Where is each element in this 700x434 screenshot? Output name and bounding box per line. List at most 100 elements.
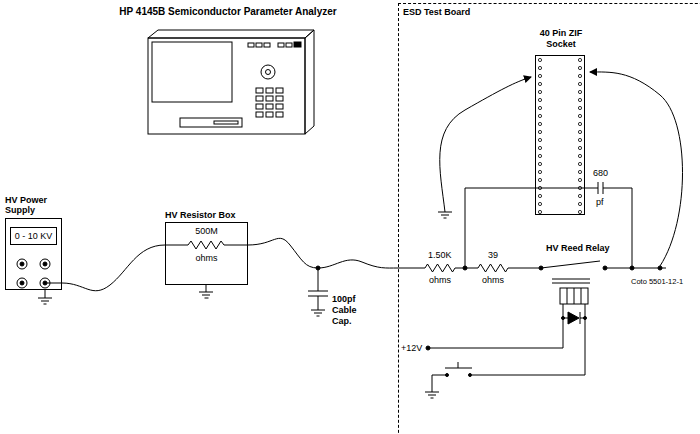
analyzer-illustration	[266, 96, 273, 101]
test-circuit	[458, 362, 459, 368]
test-circuit	[603, 266, 607, 270]
test-circuit	[562, 317, 565, 320]
test-board-region: ESD Test Board40 Pin ZIF Socket	[398, 3, 700, 434]
test-circuit	[472, 375, 585, 376]
socket-pins	[578, 74, 581, 77]
supply-label: +12V	[401, 343, 422, 354]
socket-pins	[578, 178, 581, 181]
ground-symbol	[199, 285, 213, 298]
cable-wire	[248, 238, 398, 268]
socket-pins	[578, 210, 581, 213]
resistor-unit: ohms	[482, 275, 504, 286]
socket-pins	[578, 114, 581, 117]
analyzer-illustration	[256, 112, 263, 117]
test-circuit	[428, 348, 563, 349]
probe-wire	[440, 77, 531, 212]
analyzer-illustration	[256, 43, 262, 47]
socket-pins	[578, 154, 581, 157]
resistor-unit: ohms	[429, 275, 451, 286]
capacitor-symbol	[308, 266, 328, 316]
test-circuit	[568, 312, 579, 324]
analyzer-illustration	[148, 30, 314, 38]
power-supply-box: HV Power Supply0 - 10 KV	[5, 218, 62, 290]
region-title: ESD Test Board	[403, 7, 470, 18]
socket-pins	[578, 58, 581, 61]
box-title: HV Resistor Box	[165, 210, 275, 220]
power-supply-jacks	[20, 262, 24, 266]
capacitor-value: 680	[593, 168, 608, 179]
resistor-value: 39	[488, 250, 498, 261]
test-circuit	[567, 288, 568, 304]
analyzer-illustration	[294, 42, 301, 47]
ground-symbol	[44, 304, 47, 305]
analyzer-illustration	[266, 88, 273, 93]
test-circuit	[469, 374, 472, 377]
power-supply-jacks	[47, 283, 62, 284]
probe-wire	[438, 72, 683, 266]
capacitor-symbol	[311, 310, 325, 311]
analyzer-illustration	[214, 121, 238, 124]
cable-wire	[62, 245, 165, 291]
test-circuit	[425, 264, 455, 272]
socket-pins	[538, 114, 541, 117]
ground-symbol	[199, 292, 213, 293]
socket-pins	[578, 194, 581, 197]
analyzer-illustration	[148, 30, 314, 134]
analyzer-illustration	[180, 118, 242, 127]
power-supply-jacks	[17, 259, 62, 288]
analyzer-illustration	[276, 96, 283, 101]
socket-pins	[578, 66, 581, 69]
resistor-value: 1.50K	[428, 250, 452, 261]
test-circuit	[658, 266, 662, 270]
analyzer-illustration	[266, 104, 273, 109]
analyzer-instrument: HP 4145B Semiconductor Parameter Analyze…	[98, 4, 358, 140]
test-circuit	[585, 304, 586, 375]
socket-pins	[578, 82, 581, 85]
resistor-symbol	[165, 241, 248, 249]
analyzer-illustration	[286, 43, 292, 47]
ground-symbol	[206, 285, 207, 292]
capacitor-label: 100pf Cable Cap.	[332, 294, 372, 327]
ground-symbol	[41, 301, 49, 302]
test-circuit	[607, 268, 666, 269]
test-circuit	[584, 317, 587, 320]
capacitor-symbol	[318, 296, 319, 310]
socket-pins	[578, 170, 581, 173]
test-circuit	[398, 182, 666, 398]
analyzer-illustration	[152, 42, 232, 102]
test-circuit	[541, 261, 600, 268]
test-circuit	[574, 288, 575, 304]
socket-pins	[538, 66, 541, 69]
display-reading: 0 - 10 KV	[11, 231, 56, 241]
socket-pins	[578, 122, 581, 125]
ground-symbol	[202, 295, 210, 296]
test-circuit	[552, 283, 590, 284]
power-supply-jacks	[17, 259, 27, 269]
test-circuit	[478, 264, 508, 272]
socket-pins	[538, 194, 541, 197]
socket-pins	[538, 90, 541, 93]
socket-pins	[578, 146, 581, 149]
ground-symbol	[38, 298, 52, 299]
power-supply-jacks	[17, 278, 27, 288]
test-circuit	[398, 268, 425, 269]
socket-pins	[578, 90, 581, 93]
instrument-title: HV Power Supply	[5, 195, 69, 215]
socket-pins	[538, 130, 541, 133]
socket-pins	[538, 210, 541, 213]
socket-pins	[578, 98, 581, 101]
socket-pins	[538, 82, 541, 85]
analyzer-illustration	[248, 43, 254, 47]
socket-pins	[538, 170, 541, 173]
power-supply-jacks	[43, 262, 47, 266]
socket-pins	[538, 74, 541, 77]
socket-pins	[538, 138, 541, 141]
capacitor-symbol	[317, 316, 320, 317]
ground-symbol	[205, 298, 209, 299]
resistor-box: HV Resistor Box500Mohms	[165, 222, 248, 285]
analyzer-illustration	[256, 88, 263, 93]
analyzer-illustration	[276, 112, 283, 117]
socket-pins	[538, 58, 541, 61]
analyzer-illustration	[148, 38, 305, 134]
